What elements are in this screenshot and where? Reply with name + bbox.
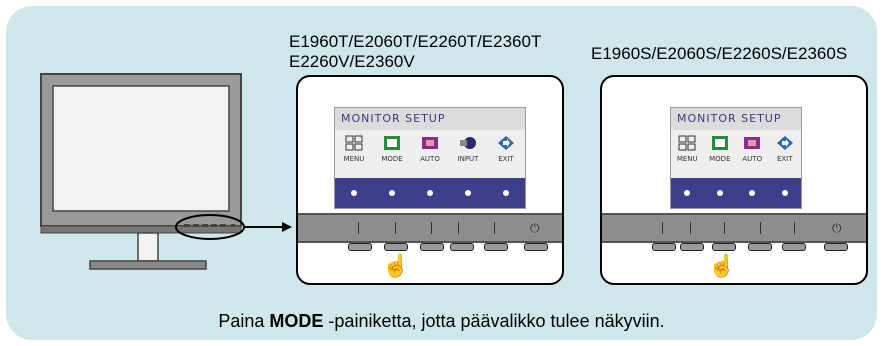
button-tick [724,222,725,234]
callout-group-b: MONITOR SETUP MENU MODE AUTO EXIT [600,75,868,285]
button-tick [431,222,432,234]
button-tick [760,222,761,234]
osd-dot [427,190,433,196]
mode-icon [382,134,402,152]
osd-item-mode: MODE [704,134,737,163]
instruction-text: Paina MODE -painiketta, jotta päävalikko… [6,311,877,332]
osd-item-auto: AUTO [736,134,769,163]
exit-icon [496,134,516,152]
exit-key[interactable] [748,243,772,251]
auto-icon [420,134,440,152]
osd-dot [684,190,691,196]
button-tick [662,222,663,234]
osd-title: MONITOR SETUP [341,112,446,125]
osd-menu: MONITOR SETUP MENU MODE AUTO EXIT [670,107,802,209]
power-icon: ⏻ [530,221,540,235]
button-tick [395,222,396,234]
osd-item-label: MODE [381,155,403,163]
menu-icon [677,134,697,152]
osd-item-label: AUTO [420,155,440,163]
menu-icon [344,134,364,152]
osd-icon-row: MENU MODE AUTO INPUT EXIT [335,130,525,180]
background-panel: E1960T/E2060T/E2260T/E2360T E2260V/E2360… [6,6,877,340]
monitor-bezel [298,213,562,243]
menu-key[interactable] [652,243,676,251]
button-tick [690,222,691,234]
osd-item-label: AUTO [742,155,763,163]
osd-dot [389,190,395,196]
button-tick [794,222,795,234]
osd-menu: MONITOR SETUP MENU MODE AUTO INPUT [334,107,526,209]
osd-item-menu: MENU [671,134,704,163]
osd-item-mode: MODE [375,134,409,163]
osd-item-exit: EXIT [769,134,802,163]
osd-dot [465,190,471,196]
model-label-line2: E2260V/E2360V [289,52,415,71]
pointing-hand-icon: ☝ [708,253,736,278]
osd-item-auto: AUTO [413,134,447,163]
menu-key[interactable] [348,243,372,251]
power-key[interactable] [824,243,848,251]
osd-dot-bar [335,178,525,208]
model-label-line1: E1960T/E2060T/E2260T/E2360T [289,32,542,51]
button-tick [358,222,359,234]
monitor-illustration [40,73,292,270]
power-key[interactable] [524,243,548,251]
osd-item-label: EXIT [776,155,793,163]
instruction-mode-bold: MODE [269,311,324,331]
mode-icon [710,134,730,152]
exit-icon [775,134,795,152]
monitor-bezel [602,213,866,243]
osd-item-label: EXIT [498,155,514,163]
button-tick [458,222,459,234]
pointing-hand-icon: ☝ [382,253,410,278]
osd-dot [781,190,788,196]
model-label-group-b: E1960S/E2060S/E2260S/E2360S [591,44,848,63]
instruction-suffix: -painiketta, jotta päävalikko tulee näky… [323,311,665,331]
auto-icon [742,134,762,152]
mode-key[interactable] [680,243,704,251]
mode-key[interactable] [384,243,408,251]
osd-item-label: MENU [343,155,365,163]
osd-dot [716,190,723,196]
auto-key[interactable] [712,243,736,251]
input-icon [458,134,478,152]
osd-dot [503,190,509,196]
button-tick [494,222,495,234]
osd-item-label: MENU [676,155,698,163]
input-key[interactable] [450,243,474,251]
osd-item-menu: MENU [337,134,371,163]
osd-item-input: INPUT [451,134,485,163]
osd-title: MONITOR SETUP [677,112,782,125]
osd-item-label: MODE [709,155,731,163]
osd-icon-row: MENU MODE AUTO EXIT [671,130,801,180]
exit-key[interactable] [484,243,508,251]
power-icon: ⏻ [832,221,842,235]
osd-dot [351,190,357,196]
input-key[interactable] [782,243,806,251]
osd-dot-bar [671,178,801,208]
osd-dot [749,190,756,196]
callout-group-a: MONITOR SETUP MENU MODE AUTO INPUT [296,75,564,285]
instruction-prefix: Paina [218,311,270,331]
auto-key[interactable] [420,243,444,251]
osd-item-exit: EXIT [489,134,523,163]
model-label-group-a: E1960T/E2060T/E2260T/E2360T E2260V/E2360… [289,32,541,72]
osd-item-label: INPUT [457,155,479,163]
